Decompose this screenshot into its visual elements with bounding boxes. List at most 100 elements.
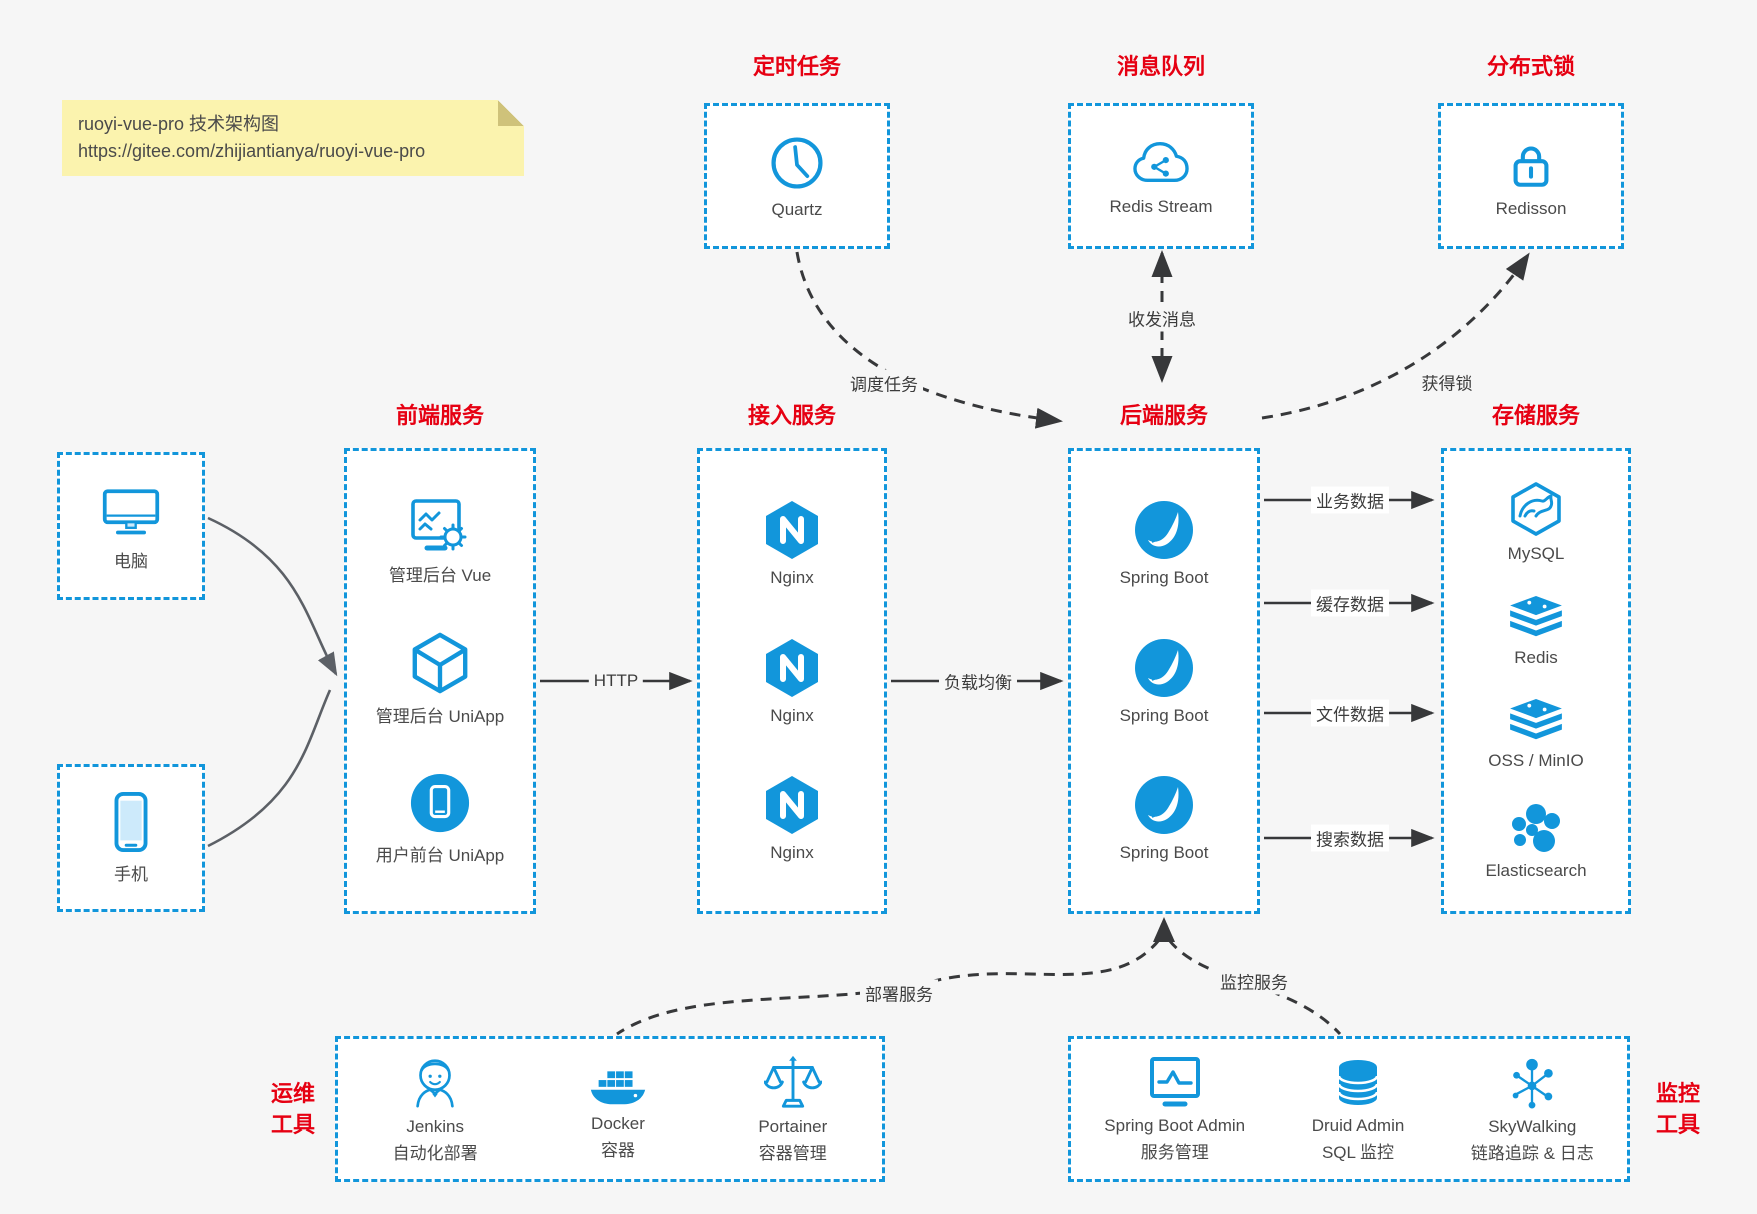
node-oss-minio: OSS / MinIO [1488,698,1584,771]
tool-name: SkyWalking [1488,1117,1577,1136]
mysql-icon [1508,481,1564,537]
node-label: Redis [1514,647,1558,667]
box-redis-stream: Redis Stream [1068,103,1254,249]
redis-stack-icon [1507,595,1565,641]
tool-name: Jenkins [406,1117,464,1136]
druid-icon [1331,1054,1385,1110]
box-mobile-client: 手机 [57,764,205,912]
ops-title-line2: 工具 [270,1112,315,1137]
title-storage: 存储服务 [1491,403,1580,428]
node-label: 用户前台 UniApp [375,846,505,865]
cloud-share-icon [1130,136,1192,190]
box-pc-client: 电脑 [57,452,205,600]
node-label: Redis Stream [1109,196,1213,216]
node-label: Nginx [770,568,814,588]
note-title: ruoyi-vue-pro 技术架构图 [78,114,280,134]
monitor-title-line1: 监控 [1655,1081,1700,1106]
tool-sub: 自动化部署 [392,1144,478,1163]
tool-sub: 服务管理 [1140,1143,1209,1162]
box-backend: Spring Boot Spring Boot Spring Boot [1068,448,1260,914]
sticky-note: ruoyi-vue-pro 技术架构图 https://gitee.com/zh… [62,100,524,176]
box-monitor-tools: Spring Boot Admin 服务管理 Druid Admin SQL 监… [1068,1036,1630,1182]
ops-title-line1: 运维 [270,1081,315,1106]
node-redis: Redis [1507,595,1565,668]
tool-sub: 链路追踪 & 日志 [1470,1144,1594,1163]
node-label: Quartz [771,199,823,219]
monitor-title-line2: 工具 [1655,1112,1700,1137]
title-frontend: 前端服务 [395,403,484,428]
nginx-icon [762,637,822,699]
label-search-data: 搜索数据 [1311,824,1389,852]
label-lock: 获得锁 [1416,368,1478,396]
node-quartz: Quartz [767,133,827,220]
user-app-icon [409,772,471,834]
spring-icon [1133,637,1195,699]
nginx-icon [762,774,822,836]
node-elasticsearch: Elasticsearch [1485,802,1587,881]
node-admin-vue: 管理后台 Vue [389,496,491,586]
jenkins-icon [407,1053,463,1111]
tool-sub: 容器 [600,1141,635,1160]
oss-stack-icon [1507,698,1565,744]
title-gateway: 接入服务 [747,403,836,428]
cell-jenkins: Jenkins 自动化部署 [393,1053,478,1165]
box-storage: MySQL Redis OSS / MinIO Elasticsearch [1441,448,1631,914]
clock-icon [767,133,827,193]
label-schedule: 调度任务 [845,369,923,397]
box-redisson: Redisson [1438,103,1624,249]
node-spring-boot-2: Spring Boot [1119,637,1209,726]
cell-docker: Docker 容器 [587,1056,649,1162]
portainer-icon [763,1053,823,1111]
note-url: https://gitee.com/zhijiantianya/ruoyi-vu… [78,141,426,161]
edge-pc-frontend [207,516,338,677]
admin-vue-icon [408,496,472,554]
node-label: 电脑 [114,552,148,571]
nginx-icon [762,499,822,561]
title-scheduled-tasks: 定时任务 [752,54,841,79]
node-label: 管理后台 Vue [388,566,492,585]
edge-phone-frontend [207,689,332,848]
node-label: Elasticsearch [1485,860,1587,880]
tool-name: Docker [591,1114,645,1133]
edge-schedule [795,251,1063,429]
node-label: Spring Boot [1119,568,1209,588]
phone-icon [109,791,153,853]
node-label: Nginx [770,705,814,725]
tool-sub: SQL 监控 [1321,1143,1395,1162]
deploy-arrowhead [1153,917,1175,942]
tool-name: Spring Boot Admin [1104,1116,1246,1135]
title-distributed-lock: 分布式锁 [1486,54,1575,79]
node-label: MySQL [1507,544,1565,564]
node-label: Spring Boot [1119,842,1209,862]
cell-spring-boot-admin: Spring Boot Admin 服务管理 [1104,1054,1245,1164]
title-monitor-tools: 监控 工具 [1650,1078,1706,1140]
label-cache-data: 缓存数据 [1311,589,1389,617]
spring-boot-admin-icon [1146,1054,1204,1110]
tool-name: Druid Admin [1311,1116,1405,1135]
box-frontend: 管理后台 Vue 管理后台 UniApp 用户前台 UniApp [344,448,536,914]
spring-icon [1133,774,1195,836]
tool-name: Portainer [758,1117,828,1136]
title-ops-tools: 运维 工具 [265,1078,321,1140]
label-deploy: 部署服务 [860,979,938,1007]
node-spring-boot-3: Spring Boot [1119,774,1209,863]
cube-icon [408,631,472,695]
node-label: 手机 [114,865,148,884]
node-mysql: MySQL [1507,481,1565,564]
label-file-data: 文件数据 [1311,699,1389,727]
title-message-queue: 消息队列 [1116,54,1205,79]
desktop-icon [98,480,164,540]
spring-icon [1133,499,1195,561]
elasticsearch-icon [1507,802,1565,854]
node-label: Spring Boot [1119,705,1209,725]
skywalking-icon [1504,1053,1560,1111]
node-redisson: Redisson [1496,134,1566,219]
node-admin-uniapp: 管理后台 UniApp [376,631,504,727]
node-user-uniapp: 用户前台 UniApp [376,772,504,866]
label-business-data: 业务数据 [1311,486,1389,514]
note-fold-corner [498,100,524,126]
label-monitor: 监控服务 [1215,967,1293,995]
node-label: 管理后台 UniApp [375,707,505,726]
node-spring-boot-1: Spring Boot [1119,499,1209,588]
